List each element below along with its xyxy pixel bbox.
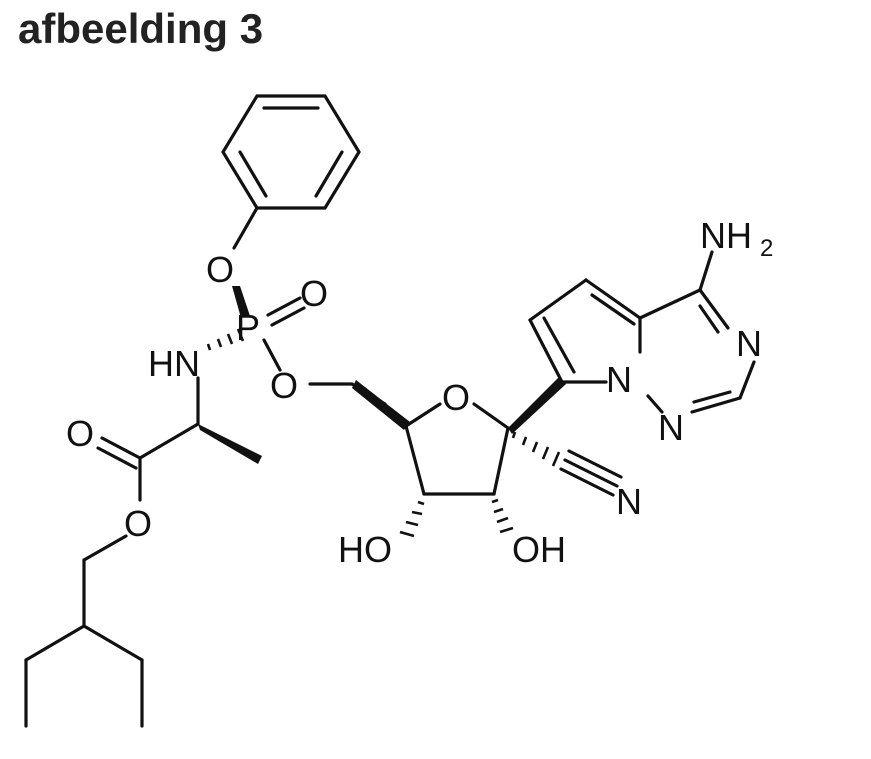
hash-c3-ho <box>399 500 425 538</box>
atom-n-lower: N <box>658 407 684 448</box>
atom-n-bridge: N <box>606 359 632 400</box>
hash-c2-oh <box>491 498 514 534</box>
pyrrolotriazine <box>528 278 756 414</box>
bond-p-o-double-1 <box>266 296 302 317</box>
atom-n-right: N <box>736 323 762 364</box>
atom-p: P <box>236 307 260 348</box>
atom-o-ester: O <box>124 503 152 544</box>
atom-ho: HO <box>338 529 392 570</box>
ribose-ring <box>404 402 510 496</box>
ethylbutyl-chain <box>24 534 144 728</box>
figure-title: afbeelding 3 <box>18 5 264 52</box>
atom-nh2-subscript: 2 <box>760 235 773 262</box>
atom-oh: OH <box>512 529 566 570</box>
wedge-methyl <box>198 424 262 464</box>
atom-o-phenoxy: O <box>206 249 234 290</box>
atom-hn: HN <box>148 343 200 384</box>
atom-o-ester-link: O <box>270 365 298 406</box>
bond-p-o-double-2 <box>270 306 306 327</box>
benzene-ring <box>221 94 361 210</box>
atom-o-double: O <box>300 273 328 314</box>
bond-ring-o <box>232 206 259 250</box>
wedge-o-p <box>232 286 250 318</box>
hash-c1-cn <box>511 431 561 467</box>
wedge-ch2-c4 <box>352 380 410 430</box>
atom-o-ring: O <box>442 377 470 418</box>
bond-nh2 <box>698 250 714 292</box>
wedge-c1-base <box>508 378 566 434</box>
atom-o-carbonyl: O <box>66 413 94 454</box>
hash-hn-p <box>206 328 245 351</box>
nitrile-triple-bond <box>559 449 623 497</box>
alanine-chain <box>96 376 200 502</box>
bond-p-o-link <box>262 338 282 372</box>
atom-n-nitrile: N <box>616 481 642 522</box>
atom-nh2: NH <box>700 215 752 256</box>
